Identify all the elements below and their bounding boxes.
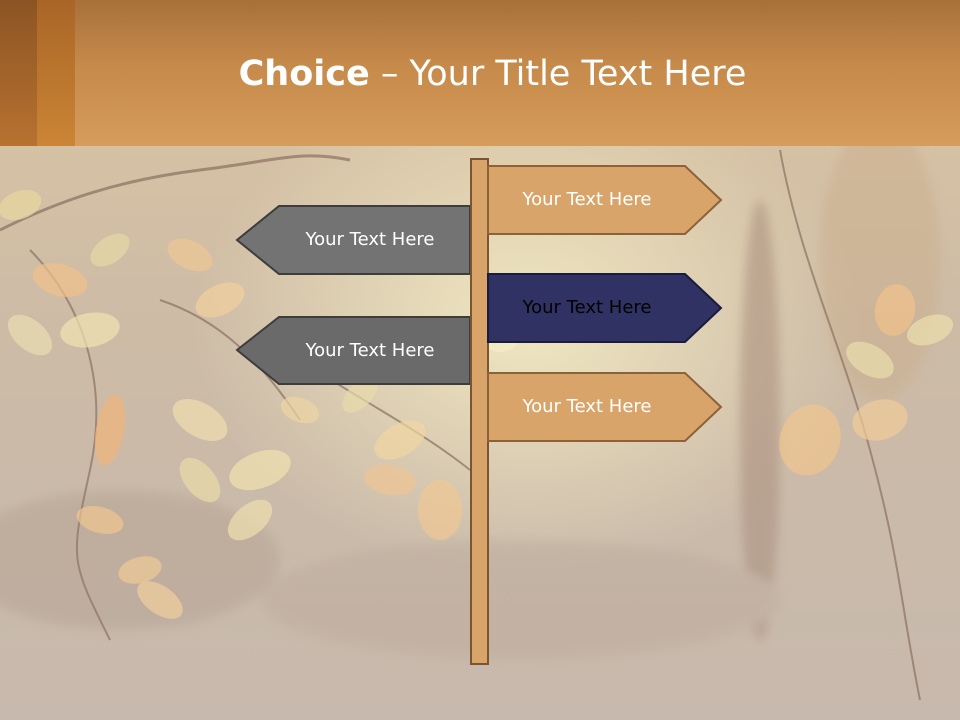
banner-accent-stripe bbox=[0, 0, 37, 146]
sign-right-middle-arrow[interactable] bbox=[487, 273, 723, 343]
sign-right-middle-label: Your Text Here bbox=[522, 297, 652, 318]
sign-right-bottom-label: Your Text Here bbox=[522, 396, 652, 417]
banner-accent-stripe bbox=[37, 0, 75, 146]
sign-right-bottom-arrow[interactable] bbox=[487, 372, 723, 442]
sign-left-bottom-arrow[interactable] bbox=[235, 316, 471, 385]
slide-title-text: – Your Title Text Here bbox=[369, 54, 747, 94]
sign-left-bottom-label: Your Text Here bbox=[305, 340, 435, 361]
sign-right-top-arrow[interactable] bbox=[487, 165, 723, 235]
sign-left-top-arrow[interactable] bbox=[235, 205, 471, 275]
slide-title-bold: Choice bbox=[238, 54, 370, 94]
sign-right-top-label: Your Text Here bbox=[522, 189, 652, 210]
signpost-pole bbox=[470, 158, 489, 665]
sign-left-top-label: Your Text Here bbox=[305, 229, 435, 250]
title-banner bbox=[0, 0, 960, 146]
slide-title[interactable]: Choice – Your Title Text Here bbox=[0, 52, 960, 96]
